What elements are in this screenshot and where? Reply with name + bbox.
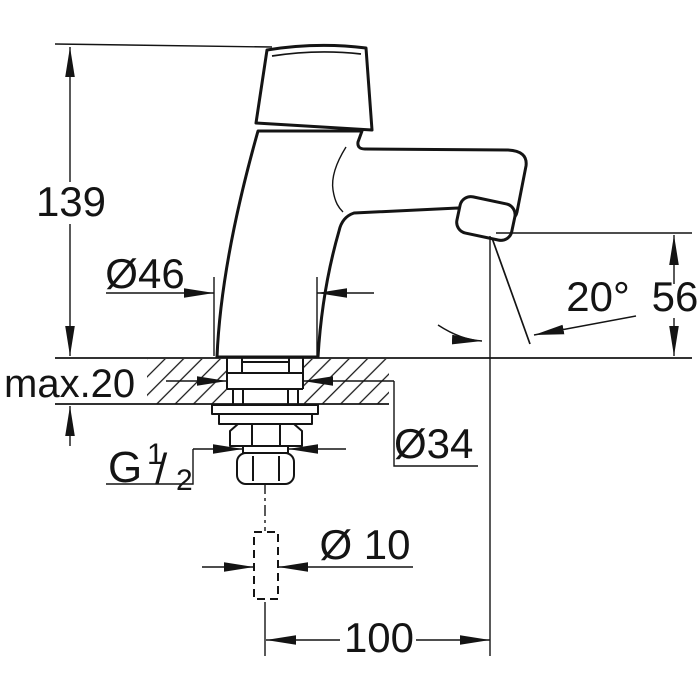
supply-pipe xyxy=(253,483,279,656)
supply-pipe-outline xyxy=(253,531,279,600)
dim-max20-label: max.20 xyxy=(4,362,135,406)
washer-large xyxy=(211,404,319,415)
dim-g12-label-num: 1 xyxy=(147,438,164,471)
faucet-neck-curve xyxy=(331,146,347,213)
dim-d46-label: Ø46 xyxy=(105,250,184,297)
shank-assembly xyxy=(211,358,319,485)
dim-d10-label: Ø 10 xyxy=(319,521,410,568)
dim-20deg: 20° xyxy=(437,236,637,656)
ext-line-top xyxy=(54,43,273,48)
dim-100-label: 100 xyxy=(344,614,414,661)
coupling-nut xyxy=(236,452,295,485)
washer-small xyxy=(218,413,313,425)
mounting-nut xyxy=(229,423,303,447)
faucet-body-spout xyxy=(215,129,528,359)
dim-139-label: 139 xyxy=(36,178,106,225)
angle-arc-arrow xyxy=(437,324,483,345)
faucet-aerator xyxy=(455,195,517,242)
dim-56: 56 xyxy=(496,232,699,356)
dim-100: 100 xyxy=(266,614,490,661)
thread-stub xyxy=(242,445,289,454)
angle-slant-line xyxy=(491,237,531,345)
dim-20deg-label: 20° xyxy=(566,273,630,320)
dim-d34: Ø34 xyxy=(166,376,478,467)
dim-max20: max.20 xyxy=(4,362,135,446)
dim-g12-label-den: 2 xyxy=(176,464,193,497)
faucet xyxy=(215,43,528,359)
dim-139: 139 xyxy=(36,43,273,356)
dim-56-label: 56 xyxy=(652,273,699,320)
dim-d10: Ø 10 xyxy=(202,521,413,572)
faucet-handle-cap xyxy=(254,43,374,132)
faucet-cap-top-line xyxy=(271,51,362,57)
dim-g12: G 1 / 2 xyxy=(106,438,346,497)
dim-g12-label-g: G xyxy=(108,443,142,492)
dim-g12-label-slash: / xyxy=(155,445,168,494)
dim-d46: Ø46 xyxy=(105,250,374,356)
dim-d34-label: Ø34 xyxy=(394,420,473,467)
